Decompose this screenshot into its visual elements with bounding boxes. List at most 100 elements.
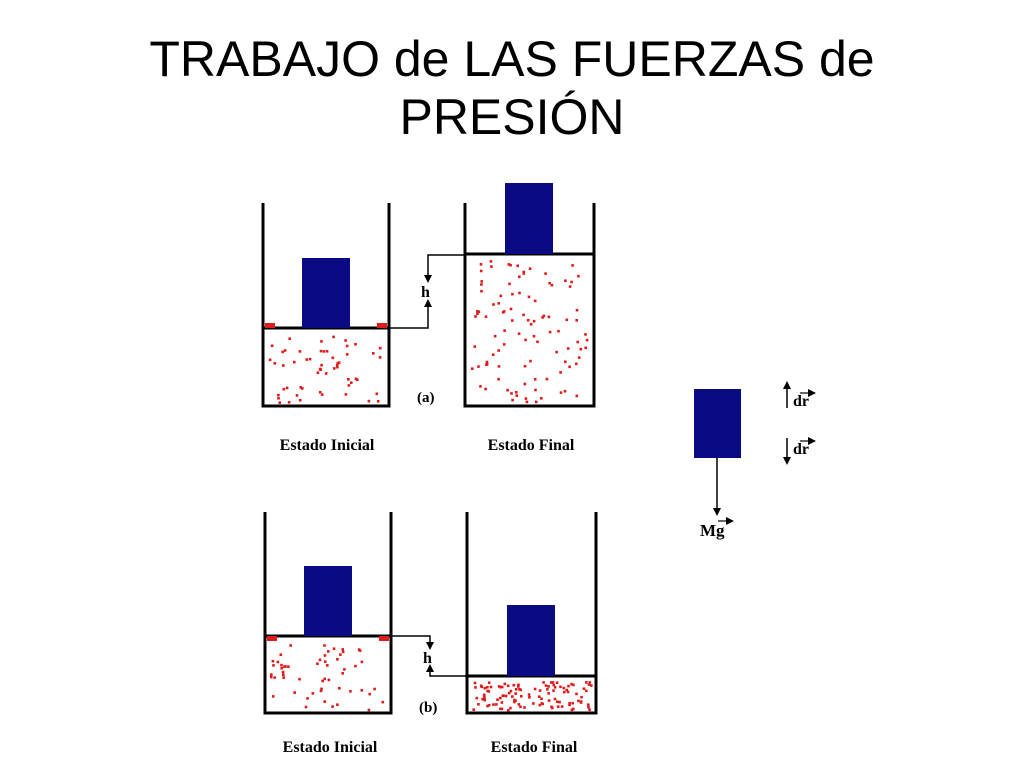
gas-particle bbox=[497, 365, 501, 368]
gas-particle bbox=[277, 393, 280, 397]
gas-particle bbox=[471, 367, 474, 370]
gas-particle bbox=[514, 688, 518, 691]
gas-particle bbox=[486, 686, 489, 689]
gas-particle bbox=[518, 291, 521, 295]
gas-particle bbox=[354, 377, 358, 381]
gas-particle bbox=[545, 377, 549, 381]
gas-particle bbox=[558, 700, 561, 704]
gas-particle bbox=[332, 335, 335, 339]
cylinder-wall bbox=[465, 512, 598, 715]
gas-particle bbox=[375, 392, 379, 396]
gas-particle bbox=[527, 295, 531, 299]
gas-particle bbox=[577, 356, 581, 359]
gas-particle bbox=[341, 648, 344, 651]
gas-particle bbox=[509, 706, 512, 710]
gas-particle bbox=[559, 371, 562, 374]
gas-particle bbox=[555, 350, 558, 354]
gas-particle bbox=[567, 684, 570, 688]
gas-particle bbox=[499, 707, 502, 711]
gas-particle bbox=[479, 269, 483, 273]
gas-particle bbox=[285, 386, 289, 390]
gas-particle bbox=[278, 401, 281, 404]
gas-particle bbox=[344, 393, 348, 396]
gas-particle bbox=[508, 282, 511, 286]
gas-particle bbox=[323, 677, 326, 681]
gas-particle bbox=[473, 681, 477, 685]
gas-particles bbox=[472, 681, 593, 712]
gas-particle bbox=[279, 653, 283, 656]
gas-particle bbox=[557, 329, 560, 333]
gas-particle bbox=[272, 664, 275, 667]
gas-particle bbox=[565, 688, 569, 692]
gas-particle bbox=[572, 683, 575, 687]
gas-particle bbox=[336, 365, 339, 369]
gas-particle bbox=[277, 397, 280, 400]
gas-particle bbox=[502, 343, 506, 346]
gas-particle bbox=[298, 677, 301, 681]
gas-particle bbox=[537, 695, 541, 698]
gas-particle bbox=[485, 362, 489, 366]
gas-particle bbox=[495, 703, 498, 706]
gas-particle bbox=[378, 356, 382, 359]
gas-particle bbox=[512, 683, 516, 687]
gas-particle bbox=[517, 685, 520, 688]
gas-particle bbox=[373, 687, 376, 691]
gas-particle bbox=[282, 673, 285, 677]
gas-particle bbox=[336, 658, 339, 661]
gas-particle bbox=[316, 662, 319, 665]
gas-particle bbox=[487, 703, 491, 707]
gas-particle bbox=[483, 686, 487, 690]
gas-particle bbox=[522, 313, 525, 317]
gas-particle bbox=[482, 693, 486, 697]
panel-a-final-cylinder bbox=[463, 183, 596, 408]
gas-particle bbox=[321, 679, 324, 683]
gas-particle bbox=[378, 346, 382, 350]
gas-particle bbox=[367, 708, 371, 712]
gas-particle bbox=[565, 318, 569, 322]
gas-particle bbox=[575, 692, 578, 696]
gas-particle bbox=[479, 385, 482, 388]
gas-particle bbox=[299, 386, 302, 389]
gas-particle bbox=[571, 264, 574, 267]
final-state-label-b: Estado Final bbox=[491, 739, 578, 756]
gas-particle bbox=[519, 688, 522, 692]
gas-particle bbox=[507, 263, 511, 266]
gas-particle bbox=[534, 400, 538, 404]
gas-particle bbox=[308, 357, 312, 361]
gas-particle bbox=[582, 687, 586, 690]
gas-particle bbox=[474, 686, 477, 689]
gas-particle bbox=[324, 372, 328, 375]
gas-particle bbox=[559, 391, 563, 394]
gas-particle bbox=[528, 267, 532, 270]
dr-down-label: dr bbox=[793, 441, 809, 458]
gas-particle bbox=[343, 668, 346, 671]
gas-particle bbox=[347, 378, 350, 381]
gas-particle bbox=[515, 391, 518, 394]
gas-particle bbox=[551, 681, 555, 684]
gas-particle bbox=[338, 687, 341, 690]
gas-particle bbox=[506, 684, 510, 688]
gas-particle bbox=[585, 689, 588, 693]
gas-particle bbox=[568, 285, 572, 288]
gas-particle bbox=[327, 650, 330, 653]
gas-particle bbox=[500, 707, 504, 711]
gas-particle bbox=[345, 344, 349, 348]
gas-particle bbox=[477, 365, 480, 368]
gas-particle bbox=[271, 659, 275, 663]
gas-particle bbox=[546, 687, 549, 691]
gas-particle bbox=[518, 275, 521, 279]
mass-block bbox=[507, 605, 555, 676]
gas-particle bbox=[533, 299, 537, 303]
gas-particle bbox=[533, 378, 537, 381]
gas-particle bbox=[587, 706, 590, 709]
gas-particle bbox=[301, 387, 304, 390]
gas-particle bbox=[500, 685, 504, 689]
gas-particle bbox=[320, 363, 323, 367]
gas-particle bbox=[497, 302, 500, 305]
gas-particles bbox=[268, 335, 382, 404]
gas-particle bbox=[485, 360, 489, 364]
gas-particle bbox=[481, 697, 484, 701]
gas-particle bbox=[486, 704, 489, 708]
gas-particle bbox=[562, 690, 566, 694]
gas-particle bbox=[520, 695, 523, 698]
